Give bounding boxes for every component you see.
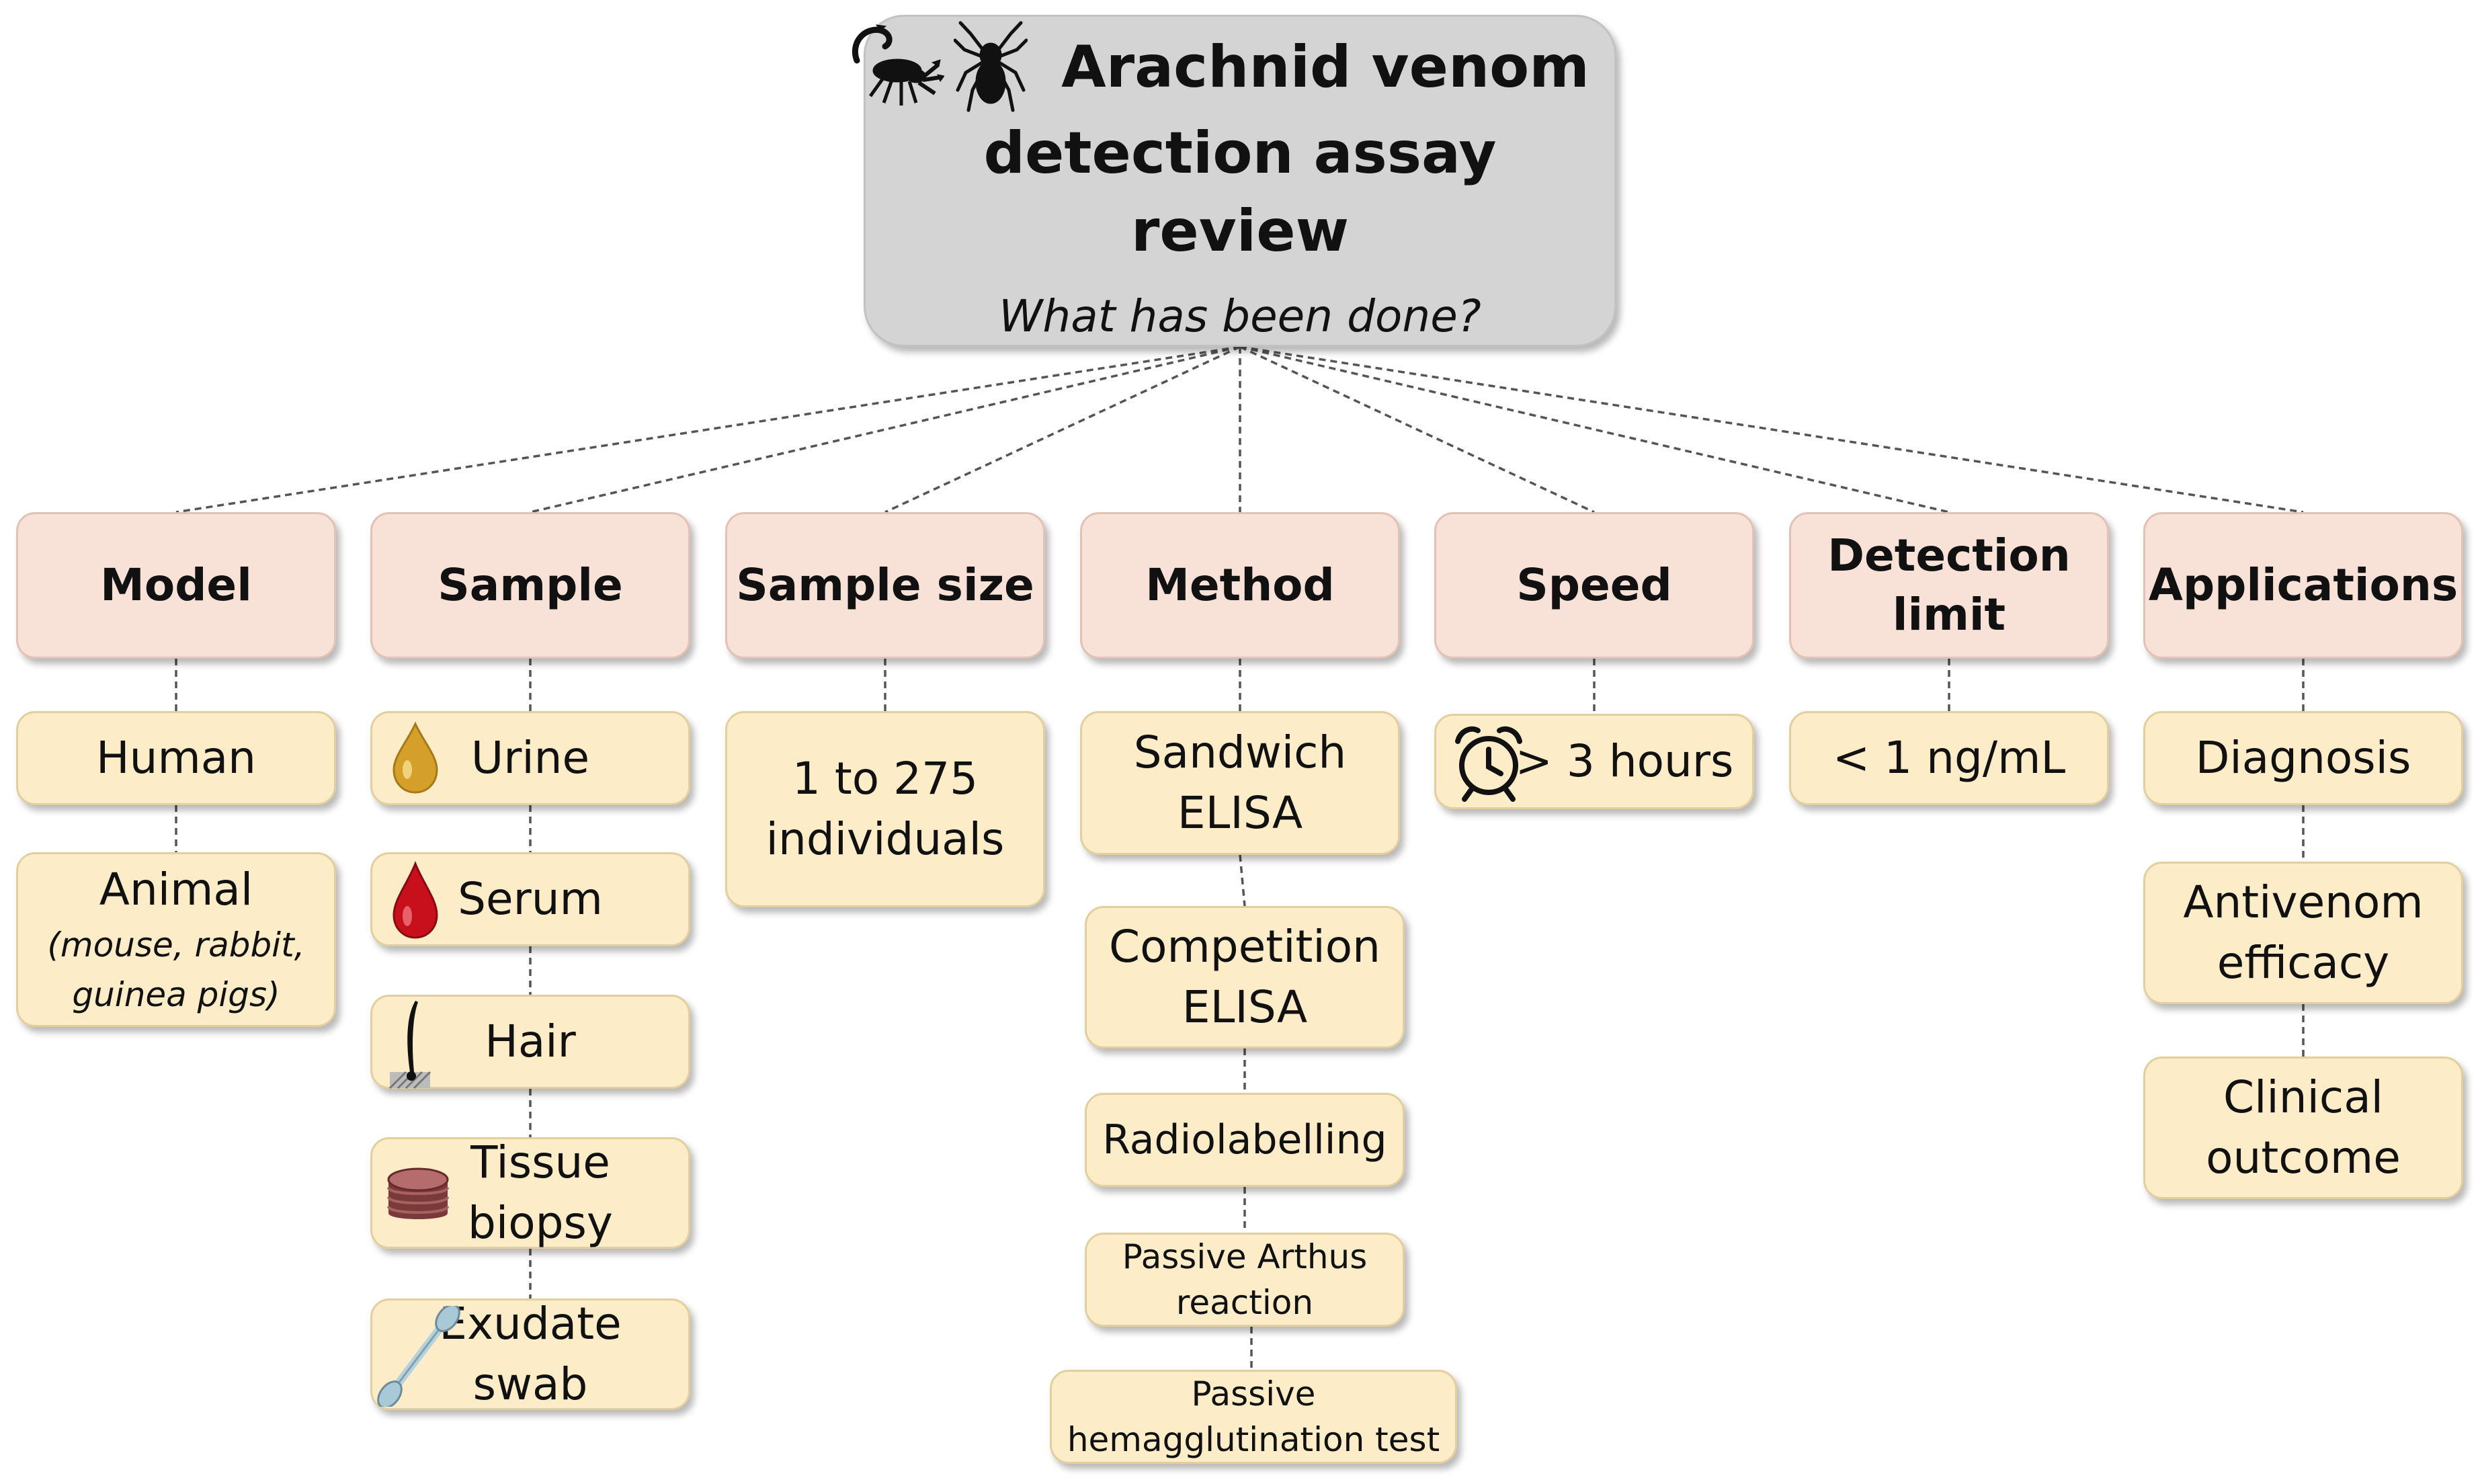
- sample-item-urine-label: Urine: [470, 732, 590, 784]
- applications-item-antivenom-efficacy-line-1: Antivenom: [2183, 876, 2424, 928]
- applications-item-clinical-outcome-line-2: outcome: [2206, 1132, 2401, 1184]
- model-item-animal-sub-1: (mouse, rabbit,: [47, 925, 305, 964]
- model-item-animal-label: Animal: [99, 864, 253, 915]
- sample-item-tissue-biopsy-line-1: Tissue: [470, 1137, 610, 1188]
- header-speed: Speed: [1434, 512, 1754, 659]
- sample-size-item-line-2: individuals: [766, 813, 1005, 865]
- header-method-label: Method: [1145, 559, 1335, 611]
- method-item-sandwich-elisa-line-1: Sandwich: [1133, 727, 1347, 778]
- sample-item-urine: Urine: [370, 711, 690, 805]
- applications-item-antivenom-efficacy: Antivenom efficacy: [2143, 862, 2463, 1004]
- applications-item-diagnosis: Diagnosis: [2143, 711, 2463, 805]
- sample-item-serum-label: Serum: [458, 873, 603, 925]
- scorpion-icon: [852, 24, 945, 106]
- title-box: Arachnid venom detection assay review Wh…: [852, 15, 1616, 347]
- urine-drop-icon: [392, 721, 438, 794]
- method-item-passive-arthus-line-2: reaction: [1175, 1283, 1314, 1322]
- sample-item-tissue-biopsy-line-2: biopsy: [468, 1197, 613, 1249]
- model-item-animal-sub-2: guinea pigs): [72, 975, 280, 1014]
- sample-item-hair: Hair: [370, 995, 690, 1089]
- sample-item-exudate-swab-line-1: Exudate: [439, 1298, 622, 1350]
- header-detection-limit-line-1: Detection: [1827, 530, 2071, 581]
- header-sample-size: Sample size: [725, 512, 1045, 659]
- applications-item-antivenom-efficacy-line-2: efficacy: [2217, 937, 2390, 989]
- method-item-competition-elisa-line-1: Competition: [1109, 921, 1380, 973]
- title-text-2: detection assay review: [983, 119, 1497, 265]
- method-item-passive-hemagglutination-line-1: Passive: [1191, 1374, 1316, 1413]
- method-item-sandwich-elisa: Sandwich ELISA: [1080, 711, 1400, 855]
- spider-icon: [954, 21, 1028, 112]
- sample-item-hair-label: Hair: [485, 1016, 576, 1067]
- title-text-1: Arachnid venom: [1061, 33, 1589, 101]
- detection-limit-item: < 1 ng/mL: [1789, 711, 2109, 805]
- sample-item-exudate-swab-line-2: swab: [472, 1358, 588, 1410]
- method-item-passive-hemagglutination-line-2: hemagglutination test: [1067, 1420, 1440, 1459]
- sample-item-tissue-biopsy: Tissue biopsy: [370, 1137, 690, 1249]
- connector-applications: [1239, 345, 2304, 513]
- detection-limit-item-label: < 1 ng/mL: [1832, 732, 2066, 784]
- connector-sample-size: [884, 345, 1241, 513]
- connector-speed: [1239, 345, 1595, 513]
- title-line-1: Arachnid venom: [843, 20, 1589, 114]
- method-item-radiolabelling: Radiolabelling: [1085, 1093, 1405, 1187]
- header-applications-label: Applications: [2148, 559, 2458, 611]
- method-item-passive-arthus: Passive Arthus reaction: [1085, 1233, 1405, 1327]
- sample-item-exudate-swab: Exudate swab: [370, 1298, 690, 1410]
- header-method: Method: [1080, 512, 1400, 659]
- speed-item-label: > 3 hours: [1515, 735, 1734, 787]
- speed-item: > 3 hours: [1434, 714, 1754, 809]
- header-model-label: Model: [100, 559, 252, 611]
- connector-detection-limit: [1239, 345, 1950, 513]
- method-item-competition-elisa: Competition ELISA: [1085, 906, 1405, 1048]
- alarm-clock-icon: [1455, 726, 1522, 802]
- method-item-competition-elisa-line-2: ELISA: [1182, 981, 1308, 1033]
- hair-icon: [388, 1001, 431, 1089]
- header-speed-label: Speed: [1516, 559, 1672, 611]
- applications-item-clinical-outcome: Clinical outcome: [2143, 1057, 2463, 1199]
- method-item-passive-arthus-line-1: Passive Arthus: [1122, 1237, 1368, 1276]
- method-item-radiolabelling-label: Radiolabelling: [1102, 1116, 1387, 1163]
- sample-size-item-line-1: 1 to 275: [792, 753, 979, 805]
- swab-icon: [377, 1306, 460, 1407]
- model-item-human: Human: [16, 711, 336, 805]
- sample-size-item: 1 to 275 individuals: [725, 711, 1045, 907]
- applications-item-clinical-outcome-line-1: Clinical: [2223, 1071, 2383, 1123]
- header-detection-limit: Detection limit: [1789, 512, 2109, 659]
- header-sample: Sample: [370, 512, 690, 659]
- applications-item-diagnosis-label: Diagnosis: [2195, 732, 2411, 784]
- model-item-animal: Animal (mouse, rabbit, guinea pigs): [16, 852, 336, 1027]
- connector-model: [175, 345, 1241, 513]
- header-applications: Applications: [2143, 512, 2463, 659]
- title-subtitle: What has been done?: [999, 290, 1481, 342]
- header-detection-limit-line-2: limit: [1892, 589, 2006, 641]
- header-sample-size-label: Sample size: [736, 559, 1034, 611]
- blood-drop-icon: [392, 861, 438, 939]
- method-item-sandwich-elisa-line-2: ELISA: [1177, 787, 1303, 839]
- method-item-passive-hemagglutination: Passive hemagglutination test: [1050, 1370, 1457, 1464]
- header-model: Model: [16, 512, 336, 659]
- tissue-biopsy-icon: [387, 1167, 449, 1219]
- sample-item-serum: Serum: [370, 852, 690, 946]
- header-sample-label: Sample: [438, 559, 623, 611]
- connector-sample: [530, 345, 1241, 513]
- model-item-human-label: Human: [95, 732, 257, 784]
